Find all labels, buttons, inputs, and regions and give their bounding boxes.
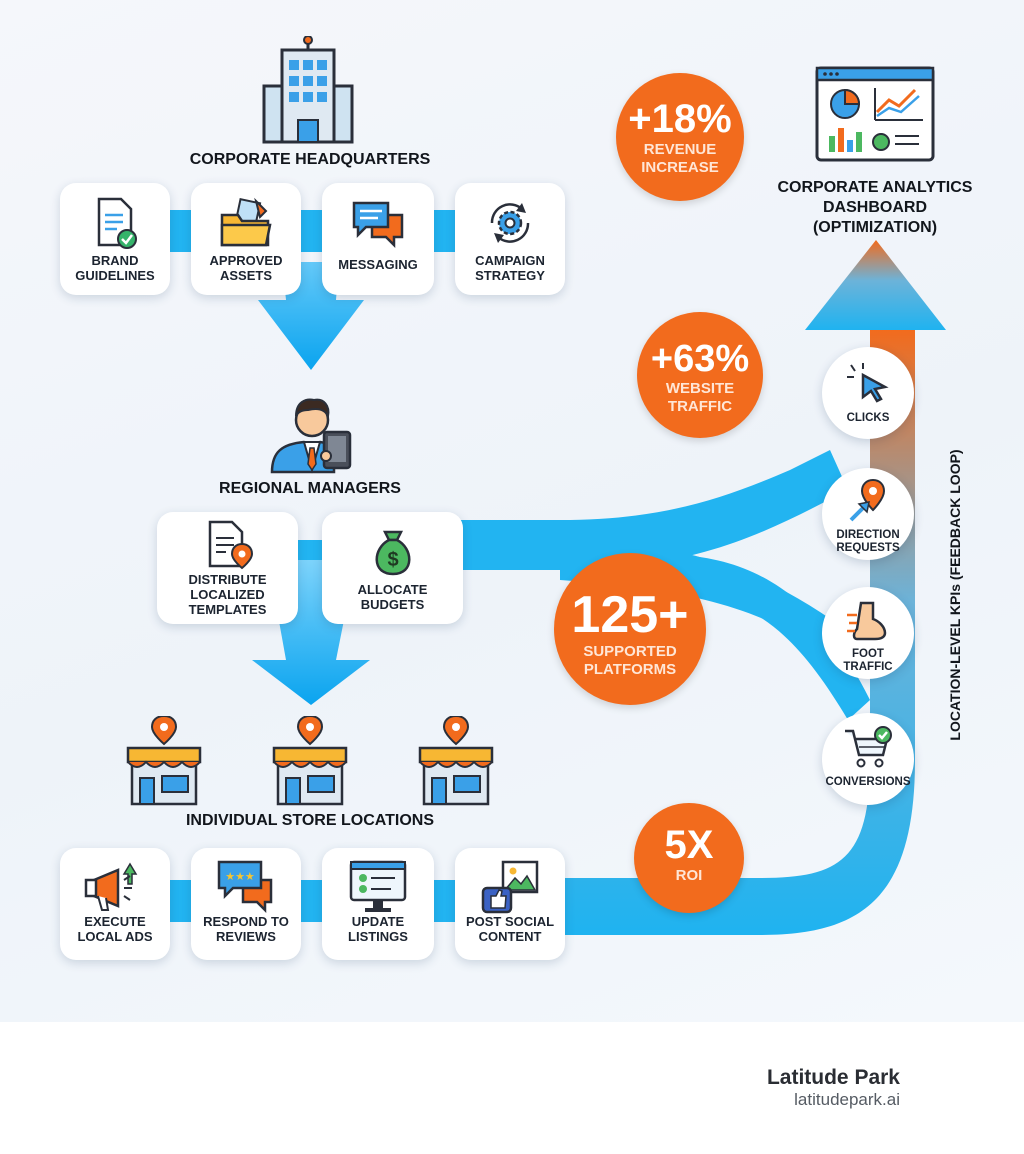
kpi-label: CONVERSIONS <box>825 776 911 788</box>
store-card-label: EXECUTE LOCAL ADS <box>77 914 153 944</box>
store-card-listings: UPDATE LISTINGS <box>322 848 434 960</box>
hq-card-messaging: MESSAGING <box>322 183 434 295</box>
store-icon <box>272 716 348 806</box>
stat-label: REVENUE INCREASE <box>641 141 719 176</box>
store-card-social: POST SOCIAL CONTENT <box>455 848 565 960</box>
stat-value: +18% <box>628 97 732 141</box>
kpi-conversions: CONVERSIONS <box>822 713 914 805</box>
hq-card-label: MESSAGING <box>338 257 418 272</box>
hq-title: CORPORATE HEADQUARTERS <box>189 151 431 168</box>
brand-url[interactable]: latitudepark.ai <box>794 1090 900 1109</box>
regional-card-templates: DISTRIBUTE LOCALIZED TEMPLATES <box>157 512 298 624</box>
regional-manager-icon <box>268 390 356 479</box>
store-icon <box>418 716 494 806</box>
megaphone-icon <box>84 862 138 911</box>
svg-text:★★★: ★★★ <box>225 870 255 883</box>
hq-building-icon <box>262 35 354 149</box>
kpi-label: FOOT TRAFFIC <box>843 648 893 673</box>
cart-check-icon <box>845 726 892 768</box>
store-card-label: POST SOCIAL CONTENT <box>465 914 555 944</box>
analytics-dashboard-icon <box>815 66 935 162</box>
stat-label: SUPPORTED PLATFORMS <box>583 643 677 678</box>
brand-name: Latitude Park <box>766 1066 900 1089</box>
gear-cycle-icon <box>490 203 530 243</box>
kpi-axis-label-wrap: LOCATION-LEVEL KPIs (FEEDBACK LOOP) <box>945 420 965 770</box>
monitor-checklist-icon <box>349 860 407 912</box>
kpi-clicks: CLICKS <box>822 347 914 439</box>
stat-platforms: 125+ SUPPORTED PLATFORMS <box>554 553 706 705</box>
store-card-label: UPDATE LISTINGS <box>348 914 408 944</box>
foot-icon <box>847 601 887 641</box>
brand-block: Latitude Park latitudepark.ai <box>767 1066 900 1110</box>
chat-bubbles-icon <box>352 201 404 249</box>
hq-card-approved-assets: APPROVED ASSETS <box>191 183 301 295</box>
stat-revenue: +18% REVENUE INCREASE <box>616 73 744 201</box>
document-check-icon <box>97 197 137 249</box>
document-pin-icon <box>208 520 253 570</box>
direction-pin-icon <box>849 478 886 522</box>
hq-card-label: CAMPAIGN STRATEGY <box>475 253 545 283</box>
kpi-axis-label: LOCATION-LEVEL KPIs (FEEDBACK LOOP) <box>947 449 963 741</box>
stat-value: +63% <box>650 338 750 380</box>
dashboard-title: CORPORATE ANALYTICS DASHBOARD (OPTIMIZAT… <box>777 179 973 236</box>
stat-value: 5X <box>664 823 714 867</box>
up-arrow-head <box>805 240 946 330</box>
store-card-label: RESPOND TO REVIEWS <box>203 914 289 944</box>
regional-card-label: DISTRIBUTE LOCALIZED TEMPLATES <box>188 572 267 617</box>
stat-value: 125+ <box>571 586 689 644</box>
flow-arrow-down <box>230 232 392 370</box>
hq-card-campaign-strategy: CAMPAIGN STRATEGY <box>455 183 565 295</box>
review-stars-icon: ★★★ <box>217 860 273 914</box>
stat-traffic: +63% WEBSITE TRAFFIC <box>637 312 763 438</box>
regional-card-label: ALLOCATE BUDGETS <box>357 582 428 612</box>
store-card-reviews: ★★★ RESPOND TO REVIEWS <box>191 848 301 960</box>
money-bag-icon: $ <box>375 530 410 576</box>
store-icon <box>126 716 202 806</box>
folder-icon <box>220 197 272 247</box>
cursor-click-icon <box>847 363 889 403</box>
hq-card-label: BRAND GUIDELINES <box>75 253 155 283</box>
kpi-label: CLICKS <box>846 412 890 424</box>
svg-text:$: $ <box>387 549 398 571</box>
hq-card-label: APPROVED ASSETS <box>209 253 283 283</box>
regional-title: REGIONAL MANAGERS <box>219 480 401 497</box>
kpi-label: DIRECTION REQUESTS <box>836 529 900 554</box>
store-card-local-ads: EXECUTE LOCAL ADS <box>60 848 170 960</box>
hq-card-brand-guidelines: BRAND GUIDELINES <box>60 183 170 295</box>
stores-title: INDIVIDUAL STORE LOCATIONS <box>185 812 434 829</box>
stat-roi: 5X ROI <box>634 803 744 913</box>
stat-label: WEBSITE TRAFFIC <box>665 380 735 415</box>
social-image-icon <box>481 860 539 914</box>
regional-card-budgets: $ ALLOCATE BUDGETS <box>322 512 463 624</box>
stat-label: ROI <box>675 867 703 884</box>
kpi-foot-traffic: FOOT TRAFFIC <box>822 587 914 679</box>
kpi-direction-requests: DIRECTION REQUESTS <box>822 468 914 560</box>
